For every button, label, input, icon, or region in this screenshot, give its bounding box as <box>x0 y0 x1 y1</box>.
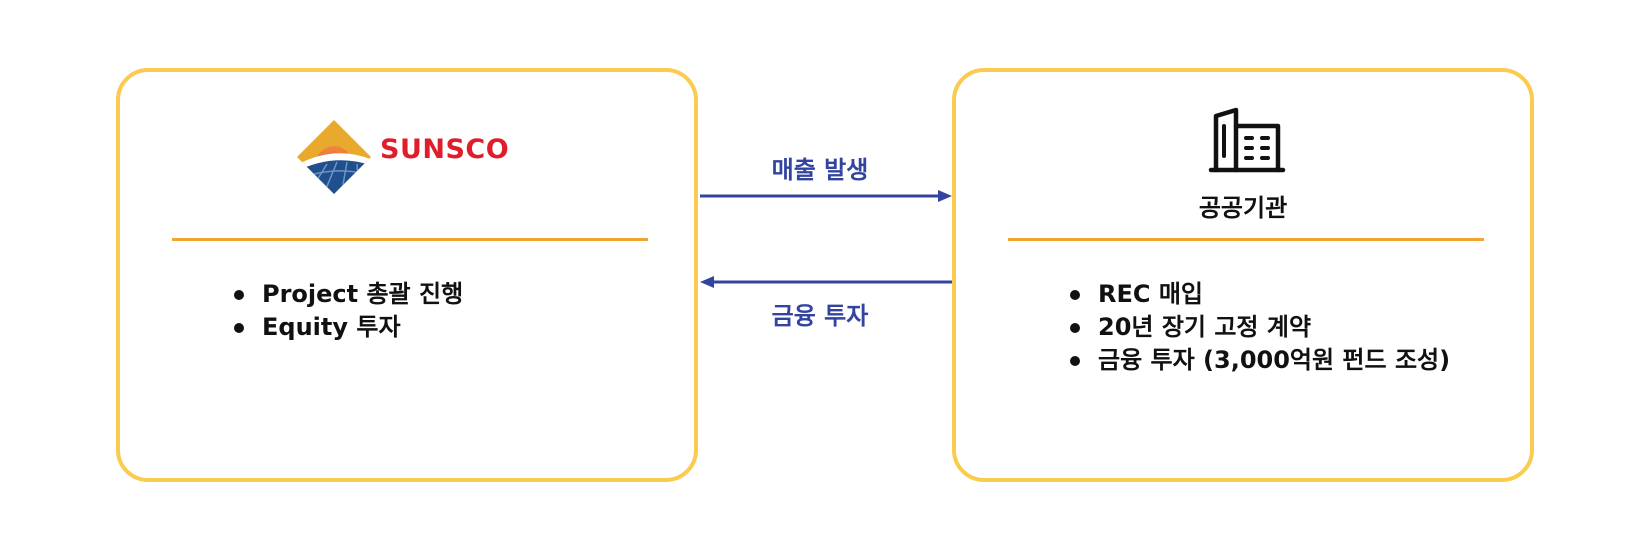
sunsco-logo <box>297 120 371 194</box>
divider <box>1008 238 1484 241</box>
divider <box>172 238 648 241</box>
list-item: 20년 장기 고정 계약 <box>1068 311 1450 344</box>
public-institution-panel: 공공기관 REC 매입 20년 장기 고정 계약 금융 투자 (3,000억원 … <box>952 68 1534 482</box>
list-item: REC 매입 <box>1068 278 1450 311</box>
revenue-arrow-label: 매출 발생 <box>771 156 869 184</box>
building-icon <box>1208 107 1286 173</box>
list-item: Equity 투자 <box>232 311 463 344</box>
list-item: Project 총괄 진행 <box>232 278 463 311</box>
finance-arrow <box>700 276 952 288</box>
revenue-arrow <box>700 190 952 202</box>
sunsco-role-list: Project 총괄 진행 Equity 투자 <box>232 278 463 344</box>
institution-role-list: REC 매입 20년 장기 고정 계약 금융 투자 (3,000억원 펀드 조성… <box>1068 278 1450 377</box>
sunsco-panel: SUNSCO Project 총괄 진행 Equity 투자 <box>116 68 698 482</box>
org-name: 공공기관 <box>1198 194 1288 222</box>
finance-arrow-label: 금융 투자 <box>771 302 869 330</box>
list-item: 금융 투자 (3,000억원 펀드 조성) <box>1068 344 1450 377</box>
brand-name: SUNSCO <box>380 134 510 165</box>
